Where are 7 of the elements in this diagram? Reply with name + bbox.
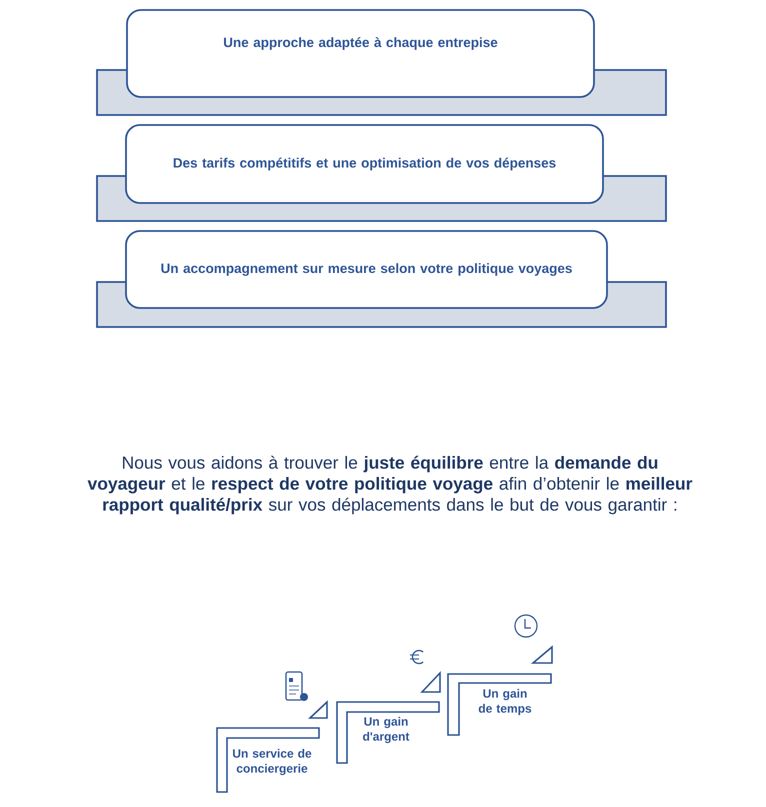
step: Un service de conciergerie bbox=[216, 700, 328, 793]
rounded-box: Des tarifs compétitifs et une optimisation de vos dépenses bbox=[125, 124, 604, 204]
step: Un gain de temps bbox=[447, 645, 553, 736]
paragraph: Nous vous aidons à trouver le juste équilibre entre la demande du voyageur et le respect de votre politique voyage afin d’obtenir le meilleur rapport qualité/prix sur vos déplacements dans le but de vous garantir : bbox=[88, 456, 692, 514]
rounded-box: Une approche adaptée à chaque entrepise bbox=[126, 9, 595, 98]
step: Un gain d'argent bbox=[336, 671, 441, 764]
rounded-box: Un accompagnement sur mesure selon votre politique voyages bbox=[125, 230, 608, 309]
